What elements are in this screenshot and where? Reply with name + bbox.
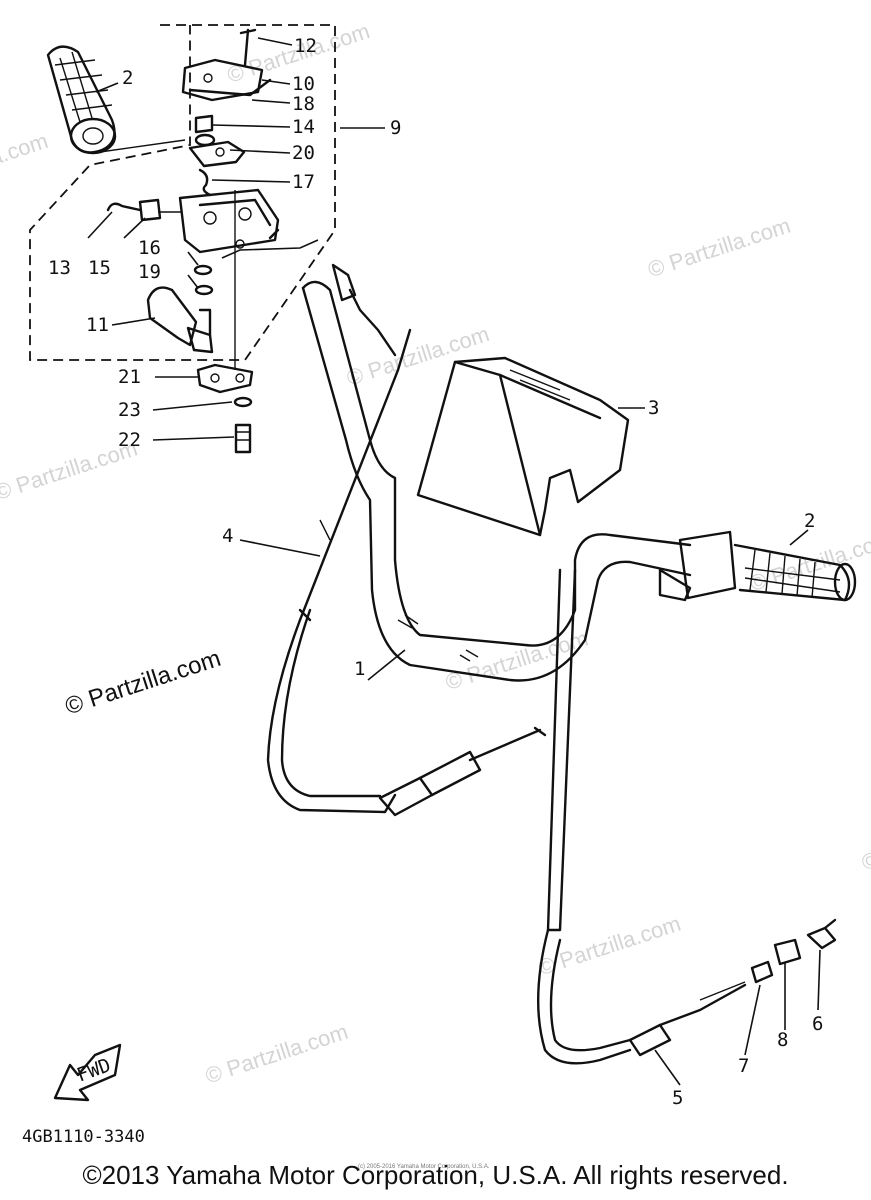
callout-20: 20 bbox=[292, 142, 315, 164]
callout-6: 6 bbox=[812, 1013, 823, 1035]
choke-cable bbox=[537, 568, 747, 1065]
callout-1: 1 bbox=[354, 658, 365, 680]
callout-17: 17 bbox=[292, 171, 315, 193]
watermark: © Partzilla.com bbox=[0, 128, 51, 198]
callout-16: 16 bbox=[138, 237, 161, 259]
leader-lines bbox=[87, 37, 821, 1086]
callout-23: 23 bbox=[118, 399, 141, 421]
switch-housing bbox=[178, 188, 319, 259]
diagram-code: 4GB1110-3340 bbox=[22, 1127, 145, 1147]
callout-2-left: 2 bbox=[122, 67, 133, 89]
watermark: © Partzilla.com bbox=[535, 911, 684, 981]
tiny-notice: (c) 2005-2016 Yamaha Motor Corporation, … bbox=[358, 1164, 490, 1170]
watermark: © Partzilla.com bbox=[343, 321, 492, 391]
callout-4: 4 bbox=[222, 525, 233, 547]
callout-11: 11 bbox=[86, 314, 109, 336]
callout-22: 22 bbox=[118, 429, 141, 451]
throttle-lever bbox=[146, 286, 214, 354]
callout-3: 3 bbox=[648, 397, 659, 419]
handlebar bbox=[301, 280, 692, 682]
lower-clamp bbox=[196, 363, 254, 454]
callout-18: 18 bbox=[292, 93, 315, 115]
watermark: © Partzilla.com bbox=[858, 806, 871, 876]
handlebar-cover bbox=[416, 356, 645, 537]
callout-12: 12 bbox=[294, 35, 317, 57]
left-grip bbox=[46, 45, 186, 155]
callout-13: 13 bbox=[48, 257, 71, 279]
washer-19 bbox=[194, 284, 214, 296]
watermark: © Partzilla.com bbox=[747, 527, 871, 597]
screw-and-nut bbox=[106, 198, 182, 222]
copyright-notice: ©2013 Yamaha Motor Corporation, U.S.A. A… bbox=[82, 1160, 789, 1190]
fwd-arrow: FWD bbox=[53, 1043, 122, 1102]
watermark: © Partzilla.com bbox=[202, 1019, 351, 1089]
throttle-cable bbox=[266, 263, 547, 817]
callout-19: 19 bbox=[138, 261, 161, 283]
small-hardware-stack bbox=[188, 114, 246, 197]
callout-9: 9 bbox=[390, 117, 401, 139]
watermarks: © Partzilla.com © Partzilla.com © Partzi… bbox=[0, 18, 871, 1089]
callout-5: 5 bbox=[672, 1087, 683, 1109]
callout-10: 10 bbox=[292, 73, 315, 95]
callout-7: 7 bbox=[738, 1055, 749, 1077]
callout-8: 8 bbox=[777, 1029, 788, 1051]
watermark-main: © Partzilla.com bbox=[62, 645, 224, 721]
right-grip bbox=[658, 530, 857, 602]
fwd-label: FWD bbox=[74, 1054, 114, 1086]
callout-15: 15 bbox=[88, 257, 111, 279]
choke-plunger-parts bbox=[750, 918, 837, 984]
washer-16 bbox=[193, 264, 213, 276]
callout-2-right: 2 bbox=[804, 510, 815, 532]
watermark: © Partzilla.com bbox=[645, 213, 794, 283]
callouts: 1 2 2 3 4 5 6 7 8 9 10 11 12 13 14 15 16… bbox=[48, 35, 823, 1109]
callout-14: 14 bbox=[292, 116, 315, 138]
switch-cover bbox=[181, 28, 272, 102]
switch-assembly-outline bbox=[29, 24, 336, 361]
callout-21: 21 bbox=[118, 366, 141, 388]
